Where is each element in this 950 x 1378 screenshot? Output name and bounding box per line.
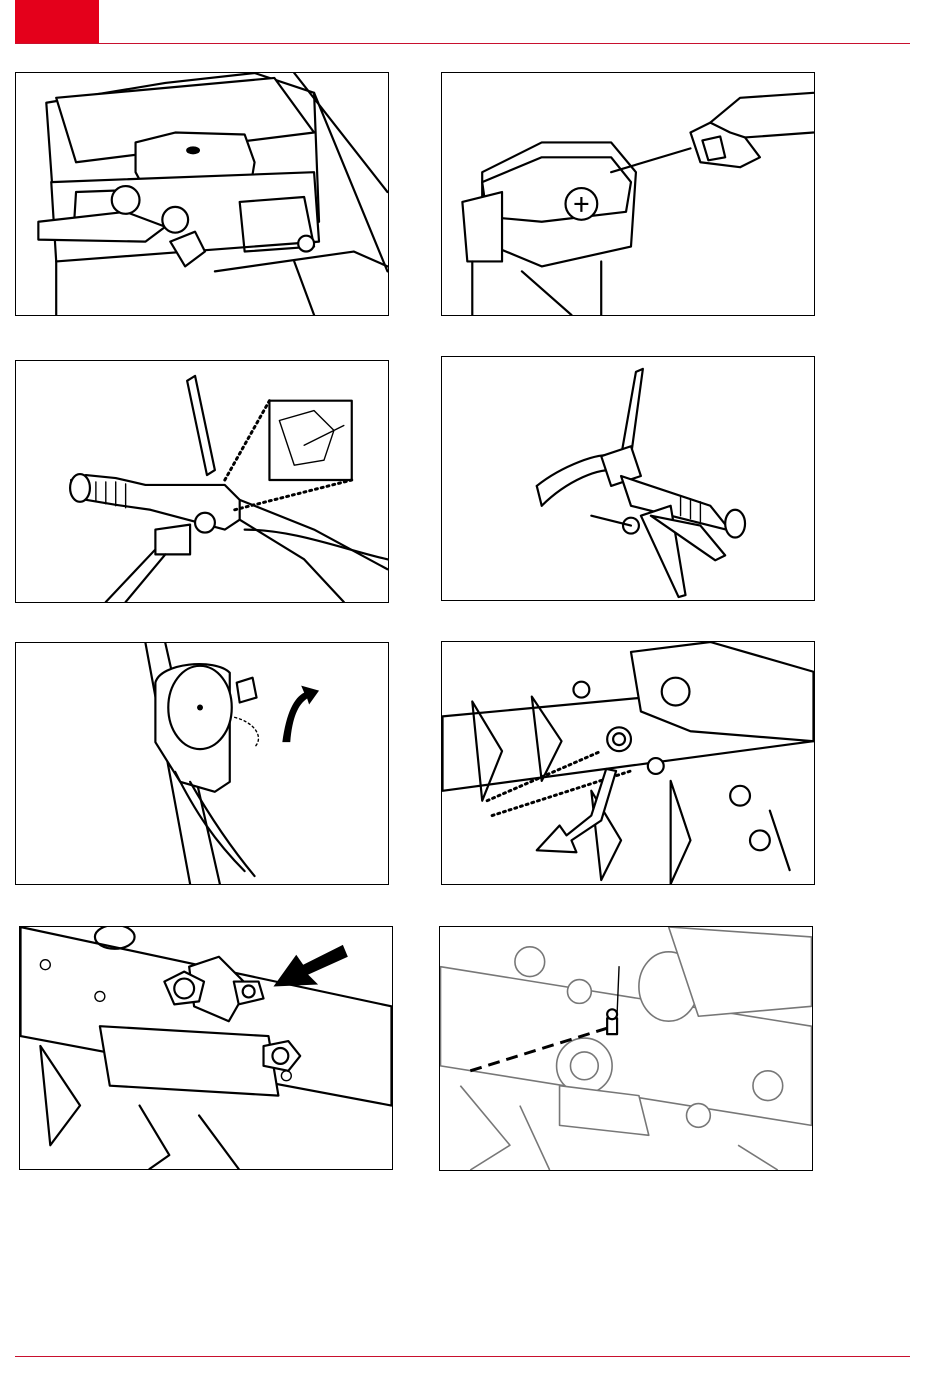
fig-blade-bolt — [19, 926, 393, 1170]
header-red-tab — [15, 0, 99, 44]
engine-choke-illustration — [16, 73, 388, 315]
handle-throttle-illustration — [16, 361, 388, 602]
fig-grease-point — [439, 926, 813, 1171]
footer-rule — [15, 1356, 910, 1357]
fig-cable-adjust — [15, 642, 389, 885]
blade-bolt-illustration — [20, 927, 392, 1169]
fig-engine-choke — [15, 72, 389, 316]
fig-handle-throttle — [15, 360, 389, 603]
fig-blade-removal — [441, 641, 815, 885]
cable-adjust-illustration — [16, 643, 388, 884]
fig-handle-lever — [441, 356, 815, 601]
blade-removal-illustration — [442, 642, 814, 884]
handle-clutch-lever-illustration — [442, 357, 814, 600]
grease-point-illustration — [440, 927, 812, 1170]
fig-engine-start — [441, 72, 815, 316]
engine-start-pull-illustration — [442, 73, 814, 315]
header-rule — [15, 43, 910, 44]
